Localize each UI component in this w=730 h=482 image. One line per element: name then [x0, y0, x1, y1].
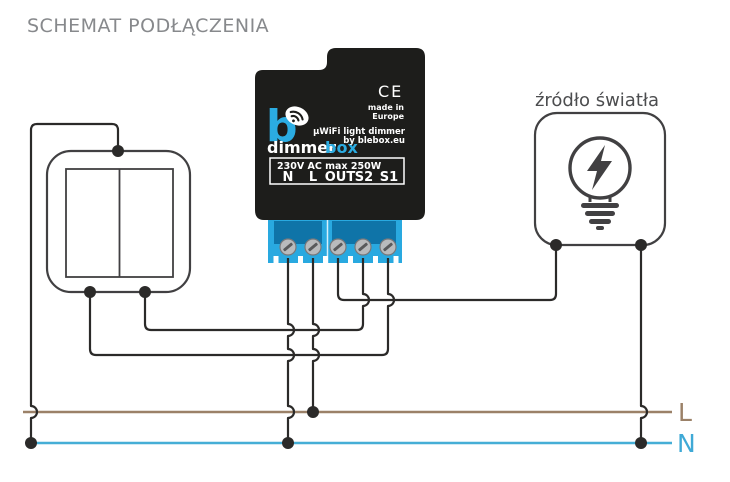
light-source-label: źródło światła [535, 90, 659, 111]
terminal-label-l: L [309, 170, 317, 185]
terminal-label-s2: S2 [355, 170, 373, 185]
page-title: SCHEMAT PODŁĄCZENIA [27, 15, 269, 37]
screw-icon [329, 238, 347, 256]
screw-icon [354, 238, 372, 256]
bulb-tip [596, 226, 604, 230]
blebox-logo: b dimmer box [266, 101, 358, 157]
terminal-notches [273, 256, 399, 264]
bulb-globe [568, 136, 632, 200]
wire-terminal-s1-to-switch [88, 258, 396, 357]
light-source-frame [533, 111, 667, 247]
screw-icon [379, 238, 397, 256]
logo-text-box: box [325, 138, 358, 157]
wire-terminal-s2-to-switch [143, 258, 371, 332]
rating-label-frame [269, 157, 405, 185]
junction-light-left [550, 239, 562, 251]
junction-neutral-rail-mid [282, 437, 294, 449]
junction-dots [25, 145, 647, 449]
wires [29, 122, 649, 443]
notch [373, 256, 378, 264]
made-in-line1: made in [368, 103, 404, 112]
junction-switch-bottom-right [139, 286, 151, 298]
screw-icon [304, 238, 322, 256]
terminal-recess-nl [274, 221, 322, 244]
terminal-screws [279, 238, 397, 256]
junction-neutral-rail-right [635, 437, 647, 449]
dimmer-device: b dimmer box CE made in Europe µWiFi lig… [255, 48, 425, 264]
notch [273, 256, 279, 264]
wire-switch-common-to-neutral [29, 122, 120, 443]
made-in-line2: Europe [372, 112, 404, 121]
wire-terminal-l [311, 258, 321, 412]
bulb-thread-1 [581, 203, 619, 208]
lightning-icon [587, 145, 612, 190]
wifi-dot [292, 119, 295, 123]
wire-terminal-n [286, 258, 296, 443]
bulb-thread-3 [589, 219, 611, 224]
bulb-lightning-icon [568, 136, 632, 230]
terminal-recess-out-s2-s1 [332, 221, 396, 244]
ce-mark: CE [378, 82, 403, 101]
wall-switch [45, 149, 192, 294]
product-name: µWiFi light dimmer [313, 127, 406, 137]
bulb-thread-2 [585, 211, 615, 216]
notch [323, 256, 328, 264]
junction-switch-top [112, 145, 124, 157]
rating-text: 230V AC max 250W [277, 161, 382, 172]
neutral-rail-label: N [677, 429, 696, 458]
rating-label: 230V AC max 250W N L OUT S2 S1 [269, 157, 405, 185]
product-byline: by blebox.eu [343, 136, 405, 146]
terminal-label-out: OUT [325, 170, 356, 185]
terminal-label-s1: S1 [380, 170, 398, 185]
light-source: źródło światła [533, 90, 667, 247]
wire-light-to-neutral [639, 245, 649, 443]
screw-icon [279, 238, 297, 256]
wifi-icon [289, 110, 304, 123]
notch [298, 256, 303, 264]
junction-switch-bottom-left [84, 286, 96, 298]
wire-terminal-out-to-light [336, 245, 558, 302]
wifi-arc-outer [289, 110, 304, 121]
logo-text-dimmer: dimmer [267, 138, 336, 157]
notch [348, 256, 353, 264]
notch [393, 256, 399, 264]
terminal-block [268, 220, 402, 264]
junction-neutral-rail-left [25, 437, 37, 449]
terminal-label-n: N [283, 170, 294, 185]
live-rail-label: L [678, 398, 692, 427]
wifi-arc-inner [290, 114, 300, 122]
junction-light-right [635, 239, 647, 251]
power-rails: L N [23, 398, 696, 458]
junction-live-rail [307, 406, 319, 418]
device-body [255, 48, 425, 220]
